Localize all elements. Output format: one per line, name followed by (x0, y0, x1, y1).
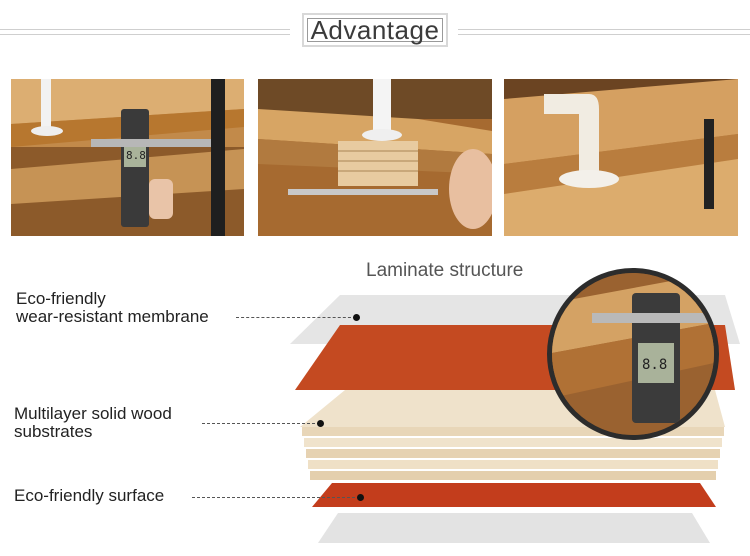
substrate-layer-4 (306, 449, 720, 458)
dot-surface (357, 494, 364, 501)
header-rule-right (458, 29, 750, 35)
laminate-structure-title: Laminate structure (366, 260, 524, 281)
label-substrates-line1: Multilayer solid wood (14, 404, 172, 423)
substrate-layer-3 (304, 438, 722, 447)
dot-substrates (317, 420, 324, 427)
substrate-layer-6 (310, 471, 716, 480)
label-substrates-line2: substrates (14, 422, 93, 441)
dot-membrane (353, 314, 360, 321)
label-membrane-line2: wear-resistant membrane (16, 307, 209, 326)
red-bottom-layer (312, 483, 716, 507)
bottom-membrane-layer (318, 513, 710, 543)
leader-membrane (236, 317, 356, 318)
photo-board-cross-section (258, 79, 492, 236)
label-membrane: Eco-friendly wear-resistant membrane (16, 290, 209, 326)
magnifier-caliper-detail: 8.8 (547, 268, 719, 440)
label-membrane-line1: Eco-friendly (16, 289, 106, 308)
label-surface-text: Eco-friendly surface (14, 486, 165, 505)
label-substrates: Multilayer solid wood substrates (14, 405, 172, 441)
photo-connector-detail (504, 79, 738, 236)
header-title: Advantage (307, 15, 443, 45)
header-rule-left (0, 29, 290, 35)
leader-substrates (202, 423, 320, 424)
header-frame: Advantage (302, 13, 448, 47)
substrate-layer-5 (308, 460, 718, 469)
svg-text:8.8: 8.8 (126, 149, 146, 162)
substrate-layer-2 (302, 427, 724, 436)
label-surface: Eco-friendly surface (14, 487, 164, 505)
photo-caliper-measurement: 8.8 (11, 79, 244, 236)
svg-text:8.8: 8.8 (642, 357, 667, 373)
leader-surface (192, 497, 360, 498)
